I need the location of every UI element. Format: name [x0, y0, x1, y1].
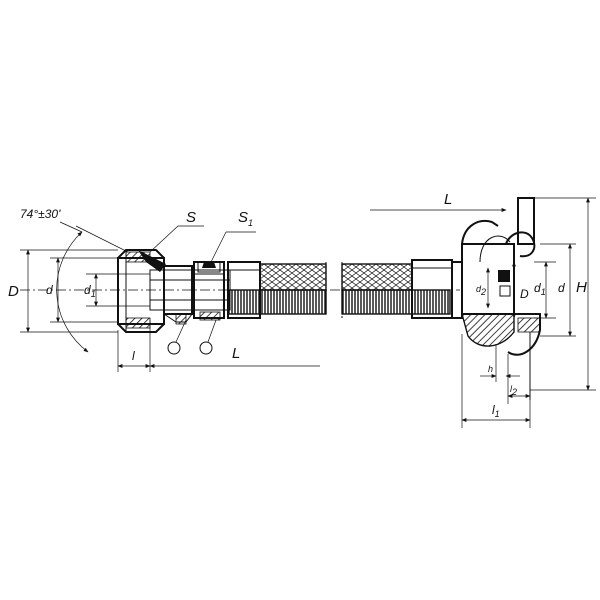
- label-L-left: L: [232, 345, 240, 362]
- label-l1: l1: [492, 403, 500, 419]
- label-d2: d2: [476, 284, 486, 297]
- dimension-d-right: d: [540, 243, 576, 337]
- dimension-d1-right: d1: [534, 261, 556, 319]
- label-l2: l2: [510, 384, 517, 397]
- label-S1-leader: S1: [209, 209, 256, 265]
- label-d-right: d: [558, 281, 565, 295]
- right-coupling-body: [451, 220, 515, 347]
- label-h: h: [488, 364, 493, 374]
- label-d1-right: d1: [534, 281, 546, 297]
- dimension-l1-right: l1: [461, 334, 531, 428]
- label-S-leader: S: [149, 209, 204, 253]
- left-second-nut: [193, 261, 225, 321]
- left-hose-segment: [227, 262, 327, 316]
- label-H-right: H: [576, 279, 587, 296]
- label-angle: 74°±30': [20, 207, 61, 221]
- left-fitting: D d d1 74°±30' S: [8, 207, 327, 372]
- label-D-right: D: [520, 287, 529, 301]
- dimension-l-L-left: l L: [117, 320, 320, 372]
- angle-74-degrees: 74°±30': [20, 207, 129, 353]
- right-hose-segment: [330, 262, 460, 318]
- dimension-L-right: L: [370, 191, 507, 212]
- label-d-left: d: [46, 283, 53, 297]
- callout-balloons: [167, 319, 217, 355]
- dimension-h-right: h: [480, 344, 520, 382]
- right-fitting: L d2 D d1 d H: [370, 191, 596, 428]
- dimension-l2-right: l2: [507, 354, 531, 404]
- label-L-right: L: [444, 191, 452, 208]
- label-S1: S1: [238, 209, 253, 228]
- right-claw-lug: [505, 197, 541, 400]
- label-D-left: D: [8, 283, 19, 300]
- dimension-D-right: D: [512, 261, 529, 319]
- label-l-left: l: [132, 349, 135, 363]
- left-nut: [117, 249, 166, 333]
- dimension-H-right: H: [530, 197, 596, 391]
- dimension-d2-right: d2: [476, 267, 490, 309]
- label-S: S: [186, 209, 196, 226]
- label-d1-left: d1: [84, 283, 96, 299]
